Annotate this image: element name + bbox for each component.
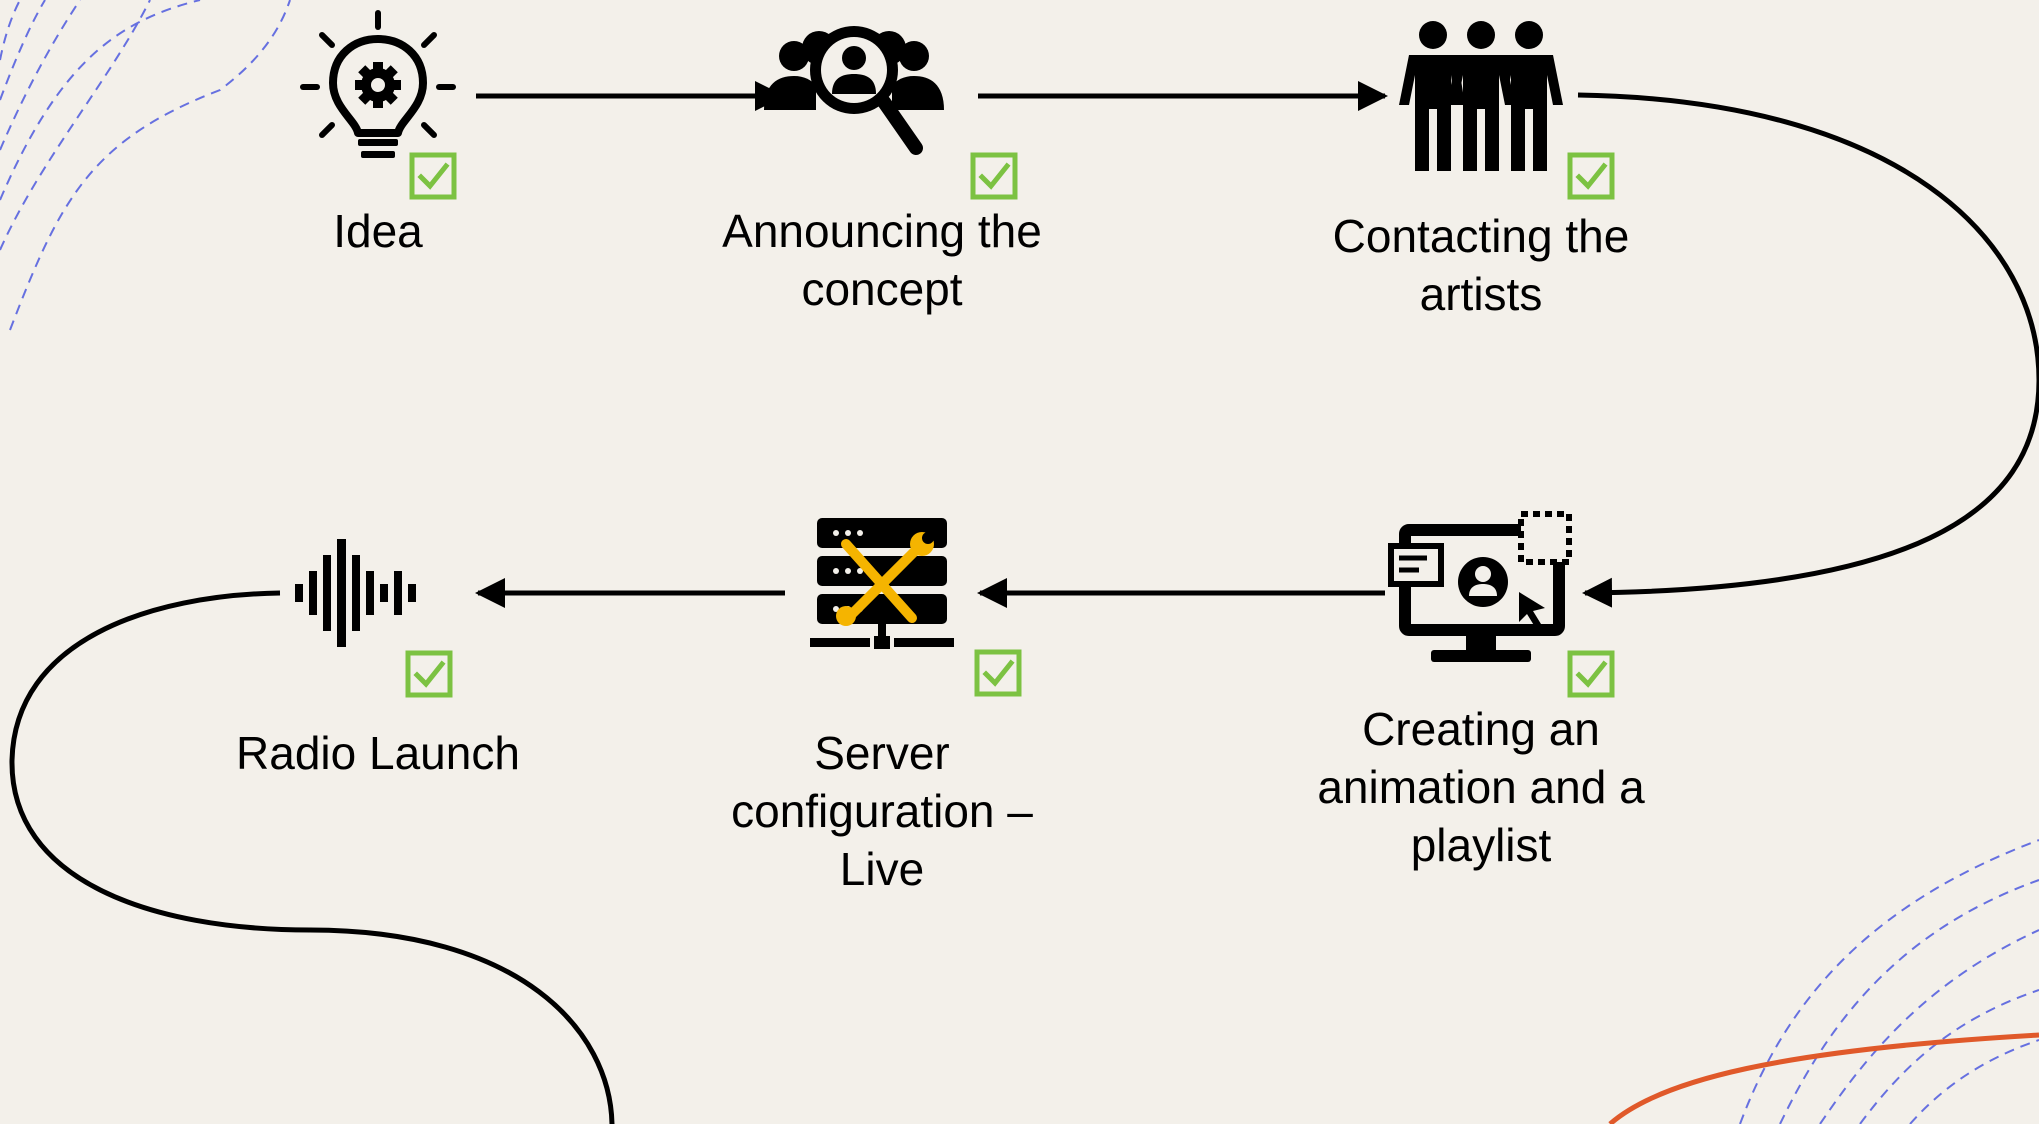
group-search-icon bbox=[764, 26, 944, 155]
decor-lines-top-left bbox=[0, 0, 291, 331]
decor-lines-bottom-right bbox=[1739, 839, 2039, 1124]
check-radio bbox=[408, 653, 450, 695]
check-announce bbox=[973, 155, 1015, 197]
step-label-animation: Creating an animation and a playlist bbox=[1317, 703, 1645, 871]
sound-wave-icon bbox=[295, 539, 416, 647]
arrow-contact-to-animation bbox=[1577, 92, 2039, 608]
step-label-idea: Idea bbox=[333, 205, 423, 257]
step-label-contact: Contacting the artists bbox=[1332, 210, 1630, 320]
decor-curve-orange bbox=[1608, 1032, 2039, 1124]
three-people-icon bbox=[1399, 21, 1563, 171]
server-tools-icon bbox=[810, 518, 954, 649]
tail-line-from-radio bbox=[9, 590, 615, 1124]
check-server bbox=[977, 652, 1019, 694]
monitor-user-icon bbox=[1388, 511, 1572, 662]
check-animation bbox=[1570, 653, 1612, 695]
check-contact bbox=[1570, 155, 1612, 197]
lightbulb-gear-icon bbox=[300, 10, 456, 158]
step-label-announce: Announcing the concept bbox=[722, 205, 1042, 315]
step-label-radio: Radio Launch bbox=[236, 727, 520, 779]
step-label-server: Server configuration – Live bbox=[731, 727, 1033, 895]
check-idea bbox=[412, 155, 454, 197]
